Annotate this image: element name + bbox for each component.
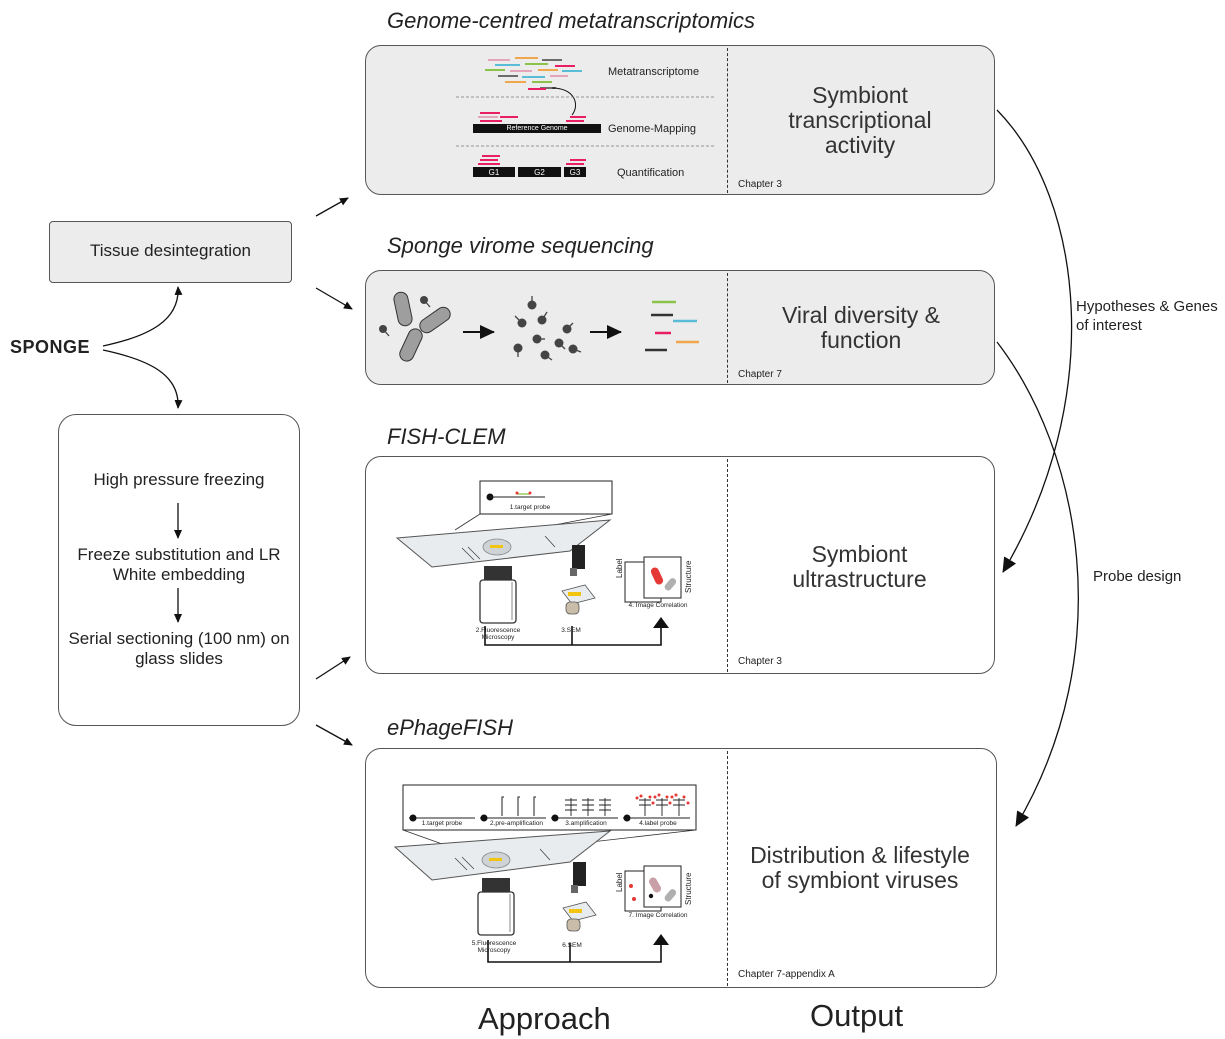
tissue-box — [49, 221, 292, 283]
arrow-to-metatranscriptomics — [315, 197, 349, 217]
divider-4 — [727, 751, 728, 986]
metatranscriptome-reads-icon — [485, 57, 582, 116]
output-viral-diversity: Viral diversity & function — [781, 302, 941, 353]
ephage-pre-amplification-label: 2.pre-amplification — [489, 820, 544, 827]
protocol-step-3: Serial sectioning (100 nm) on glass slid… — [68, 629, 290, 668]
sponge-label: SPONGE — [10, 337, 91, 357]
arrow-to-virome — [315, 287, 353, 310]
probe-design-arrow — [996, 341, 1079, 827]
gene-label-g1: G1 — [488, 168, 500, 177]
label-quantification: Quantification — [617, 167, 685, 179]
arrow-to-fish-clem — [315, 656, 351, 680]
gene-label-g3: G3 — [569, 168, 581, 177]
output-distribution-lifestyle: Distribution & lifestyle of symbiont vir… — [750, 842, 970, 893]
protocol-step-2: Freeze substitution and LR White embeddi… — [77, 545, 281, 584]
quantification-icon — [473, 155, 586, 177]
ephage-image-correlation-label: 7. Image Correlation — [628, 912, 688, 919]
output-ultrastructure: Symbiont ultrastructure — [792, 541, 927, 592]
section-title-metatranscriptomics: Genome-centred metatranscriptomics — [387, 8, 756, 33]
chapter-tag-4: Chapter 7-appendix A — [738, 969, 835, 980]
fish-clem-image-correlation-label: 4. Image Correlation — [628, 602, 688, 609]
fish-clem-sem-label: 3.SEM — [561, 627, 581, 634]
section-title-virome: Sponge virome sequencing — [387, 233, 654, 258]
fish-clem-fluorescence-label: 2.Fluorescence Microscopy — [475, 627, 521, 641]
virome-box — [365, 270, 995, 385]
hypotheses-arrow — [996, 109, 1073, 573]
chapter-tag-3: Chapter 3 — [738, 656, 782, 667]
footer-output: Output — [810, 998, 904, 1033]
chapter-tag-1: Chapter 3 — [738, 179, 782, 190]
ephage-target-probe-label: 1.target probe — [421, 820, 463, 827]
divider-2 — [727, 273, 728, 383]
protocol-box — [58, 414, 300, 726]
divider-3 — [727, 459, 728, 672]
ephage-fluorescence-label: 5.Fluorescence Microscopy — [471, 940, 517, 954]
ephage-label-axis: Label — [615, 872, 624, 892]
fish-clem-target-probe-label: 1.target probe — [509, 504, 551, 511]
fish-clem-workflow-icon — [395, 480, 682, 646]
ephagefish-workflow-icon — [393, 784, 697, 963]
gene-label-g2: G2 — [534, 168, 545, 177]
footer-approach: Approach — [478, 1001, 611, 1036]
ephage-amplification-label: 3.amplification — [565, 820, 607, 827]
section-title-fish-clem: FISH-CLEM — [387, 424, 506, 449]
genome-mapping-icon — [473, 112, 601, 133]
sponge-to-protocol-arrow — [102, 349, 183, 409]
tissue-desintegration-label: Tissue desintegration — [90, 241, 251, 260]
label-genome-mapping: Genome-Mapping — [608, 123, 697, 135]
fish-clem-structure-axis: Structure — [684, 560, 693, 593]
divider-1 — [727, 48, 728, 193]
output-transcriptional-activity: Symbiont transcriptional activity — [788, 82, 932, 158]
reference-genome-label: Reference Genome — [506, 125, 568, 132]
section-title-ephagefish: ePhageFISH — [387, 715, 513, 740]
arrow-to-ephagefish — [315, 724, 353, 746]
hypotheses-label: Hypotheses & Genes of interest — [1076, 298, 1218, 334]
ephage-label-probe-label: 4.label probe — [639, 820, 677, 827]
sponge-to-tissue-arrow — [102, 286, 183, 347]
label-metatranscriptome: Metatranscriptome — [608, 66, 700, 78]
probe-design-label: Probe design — [1093, 568, 1182, 585]
chapter-tag-2: Chapter 7 — [738, 369, 782, 380]
metatranscriptomics-box — [365, 45, 995, 195]
ephage-structure-axis: Structure — [684, 872, 693, 905]
ephage-sem-label: 6.SEM — [562, 942, 582, 949]
fish-clem-label-axis: Label — [615, 558, 624, 578]
protocol-step-1: High pressure freezing — [93, 470, 265, 489]
virome-process-icon — [379, 291, 699, 362]
